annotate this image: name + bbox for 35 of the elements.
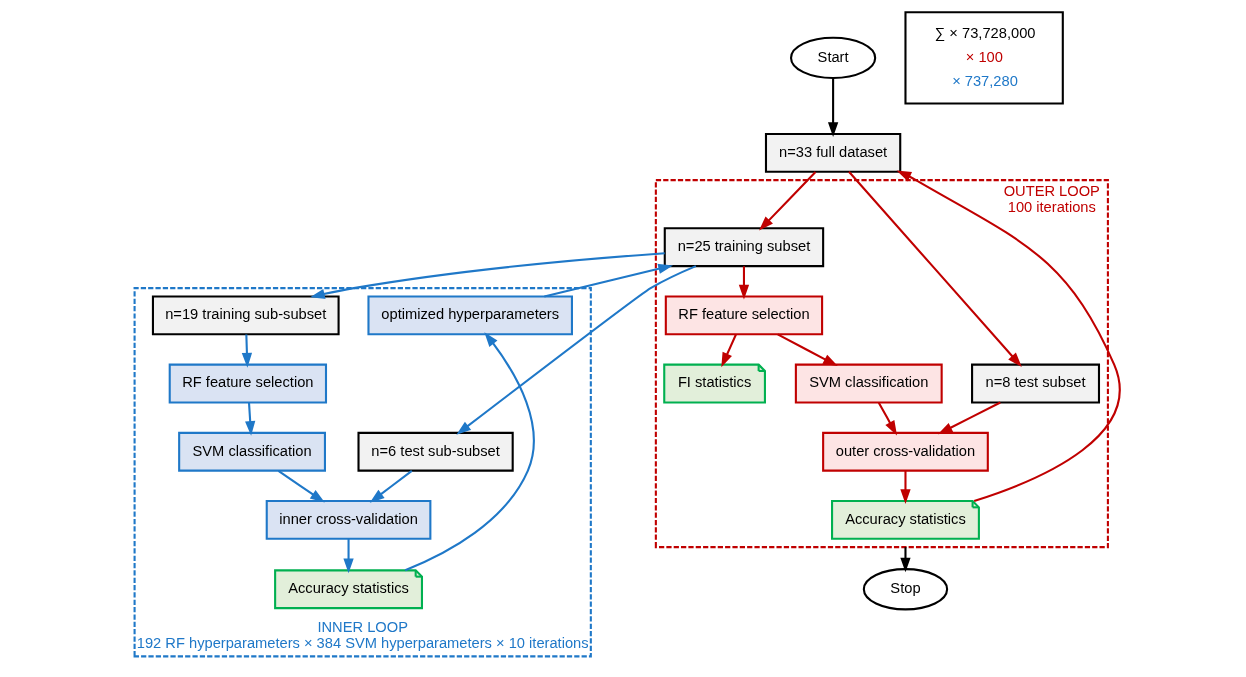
arrow bbox=[937, 401, 1001, 435]
node-box: inner cross-validation bbox=[265, 499, 432, 540]
node-box: SVM classification bbox=[794, 363, 943, 404]
arrow bbox=[404, 332, 535, 572]
node-box: RF feature selection bbox=[664, 295, 824, 336]
arrow bbox=[277, 469, 325, 503]
node-box: n=25 training subset bbox=[663, 227, 825, 268]
node-ellipse: Stop bbox=[862, 568, 949, 611]
node-box: n=6 test sub-subset bbox=[357, 431, 514, 472]
arrow bbox=[759, 171, 817, 231]
arrow bbox=[343, 538, 354, 574]
arrow bbox=[827, 78, 839, 137]
arrow bbox=[721, 334, 737, 368]
node-box: outer cross-validation bbox=[822, 431, 989, 472]
arrow bbox=[877, 402, 897, 436]
node-box: SVM classification bbox=[178, 431, 326, 472]
node-box: ∑ × 73,728,000 × 100 × 737,280 bbox=[904, 11, 1064, 105]
arrow bbox=[310, 252, 665, 299]
arrow bbox=[777, 333, 838, 367]
arrow bbox=[900, 547, 911, 573]
node-box: n=33 full dataset bbox=[764, 132, 902, 173]
arrow bbox=[245, 402, 256, 436]
arrow bbox=[456, 265, 697, 435]
node-box: RF feature selection bbox=[168, 363, 328, 404]
node-ellipse: Start bbox=[790, 36, 877, 80]
node-box: n=19 training sub-subset bbox=[151, 295, 340, 336]
arrow bbox=[738, 266, 750, 300]
arrow bbox=[369, 470, 413, 503]
arrow bbox=[544, 263, 673, 298]
arrow bbox=[896, 170, 1121, 502]
arrow bbox=[900, 470, 911, 504]
arrow bbox=[848, 171, 1022, 367]
node-box: n=8 test subset bbox=[971, 363, 1101, 404]
arrow bbox=[241, 334, 253, 368]
node-box: optimized hyperparameters bbox=[367, 295, 573, 336]
